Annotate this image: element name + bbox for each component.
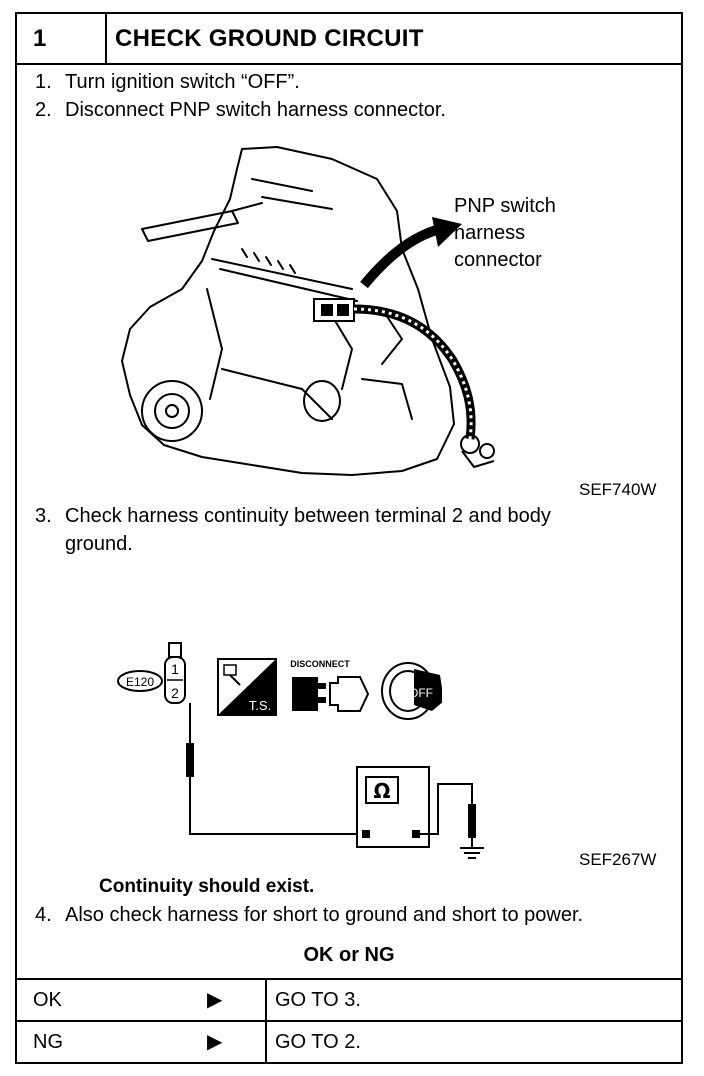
procedure-box: 1 CHECK GROUND CIRCUIT 1. Turn ignition s… [15, 12, 683, 1064]
ground-probe [437, 783, 484, 859]
terminal-2-label: 2 [171, 685, 179, 701]
connector-id-oval [117, 670, 163, 692]
continuity-diagram: E120 1 2 T.S. DISCONNECT OFF Ω [117, 642, 442, 848]
figure-2-code: SEF267W [579, 850, 657, 869]
result-status: OK [33, 989, 62, 1011]
step-3: 3. Check harness continuity between termi… [35, 505, 551, 528]
step-3-number: 3. [35, 505, 52, 527]
step-4-number: 4. [35, 904, 52, 926]
arrow-right-icon: ▶ [207, 1031, 223, 1053]
step-title: CHECK GROUND CIRCUIT [115, 25, 424, 52]
arrow-right-icon: ▶ [207, 989, 223, 1011]
terminal-1-label: 1 [171, 661, 179, 677]
result-row-ok: OK ▶ GO TO 3. [17, 978, 681, 1020]
step-4-text: Also check harness for short to ground a… [65, 904, 584, 926]
result-action: GO TO 3. [265, 980, 361, 1020]
step-2-number: 2. [35, 99, 52, 121]
transmission-illustration [121, 146, 495, 476]
switch-off-label: OFF [409, 686, 433, 700]
callout-line-1: PNP switch [454, 195, 556, 217]
step-number: 1 [17, 14, 107, 63]
step-1-text: Turn ignition switch “OFF”. [65, 71, 300, 93]
callout-line-3: connector [454, 249, 542, 271]
step-1: 1. Turn ignition switch “OFF”. [35, 71, 300, 94]
step-3-text: Check harness continuity between termina… [65, 505, 551, 527]
header-row: 1 CHECK GROUND CIRCUIT [17, 14, 681, 65]
ts-label: T.S. [249, 698, 271, 713]
result-heading: OK or NG [303, 944, 395, 966]
connector-id-label: E120 [126, 675, 154, 689]
callout-line-2: harness [454, 222, 526, 244]
result-status: NG [33, 1031, 63, 1053]
meter-symbol: Ω [373, 779, 390, 803]
continuity-note: Continuity should exist. [99, 876, 315, 897]
step-2-text: Disconnect PNP switch harness connector. [65, 99, 446, 121]
disconnect-label: DISCONNECT [290, 659, 350, 669]
step-3-continued: ground. [65, 533, 133, 555]
step-4: 4. Also check harness for short to ground… [35, 904, 583, 927]
step-1-number: 1. [35, 71, 52, 93]
result-row-ng: NG ▶ GO TO 2. [17, 1020, 681, 1062]
result-action: GO TO 2. [265, 1022, 361, 1062]
figure-1-code: SEF740W [579, 480, 657, 499]
step-2: 2. Disconnect PNP switch harness connecto… [35, 99, 446, 122]
